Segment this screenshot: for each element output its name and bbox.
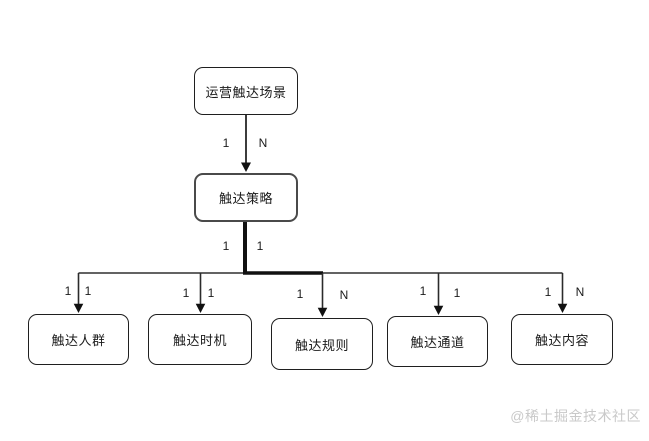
cardinality-crowd-right: 1 [84,284,92,298]
node-reach-content: 触达内容 [511,314,613,365]
cardinality-channel-left: 1 [419,284,427,298]
cardinality-strategy-branch-left: 1 [222,239,230,253]
node-label: 触达时机 [172,333,227,348]
arrowhead-content-icon [557,303,568,313]
cardinality-scene-strategy-right: N [258,136,268,150]
arrowhead-rules-icon [317,307,328,317]
cardinality-crowd-left: 1 [64,284,72,298]
node-reach-channel: 触达通道 [387,316,488,367]
cardinality-timing-left: 1 [182,286,190,300]
cardinality-strategy-branch-right: 1 [256,239,264,253]
node-label: 触达内容 [534,333,589,348]
node-reach-rules: 触达规则 [271,318,373,370]
arrowhead-channel-icon [433,305,444,315]
cardinality-rules-right: N [339,288,349,302]
arrowhead-strategy-icon [241,162,251,172]
watermark: @稀土掘金技术社区 [510,408,641,424]
cardinality-timing-right: 1 [207,286,215,300]
cardinality-rules-left: 1 [296,287,304,301]
cardinality-channel-right: 1 [453,286,461,300]
node-operation-reach-scene: 运营触达场景 [194,67,298,115]
cardinality-content-left: 1 [544,285,552,299]
node-label: 运营触达场景 [205,84,287,100]
node-label: 触达策略 [218,191,273,206]
node-label: 触达通道 [410,335,465,350]
node-label: 触达规则 [294,337,349,353]
node-reach-timing: 触达时机 [148,314,252,365]
arrowhead-timing-icon [195,303,206,313]
cardinality-scene-strategy-left: 1 [222,136,230,150]
cardinality-content-right: N [575,285,585,299]
node-reach-crowd: 触达人群 [28,314,129,365]
node-reach-strategy: 触达策略 [194,173,298,222]
node-label: 触达人群 [51,333,106,348]
arrowhead-crowd-icon [73,303,84,313]
